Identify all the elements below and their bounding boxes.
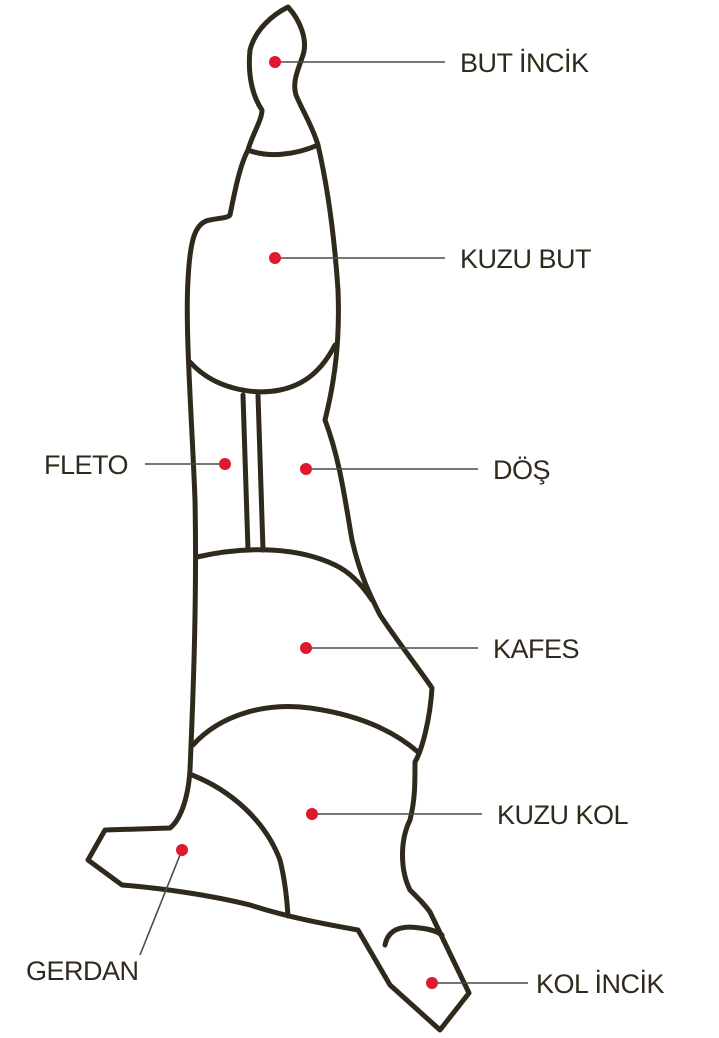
cut-line-kuzu-but (190, 345, 335, 392)
marker-dos (300, 463, 312, 475)
marker-but-incik (269, 56, 281, 68)
label-kafes: KAFES (493, 634, 579, 664)
leader-lines (140, 62, 528, 983)
label-fleto: FLETO (44, 450, 128, 480)
cut-line-fleto-a (243, 395, 248, 550)
cut-line-kol-incik (385, 927, 442, 945)
cut-line-kafes-top (197, 550, 372, 600)
cut-line-but-incik (248, 145, 318, 155)
label-kuzu-but: KUZU BUT (460, 244, 591, 274)
label-but-incik: BUT İNCİK (460, 47, 589, 78)
carcass-silhouette (88, 7, 469, 1030)
marker-kafes (300, 642, 312, 654)
label-kol-incik: KOL İNCİK (536, 968, 665, 999)
leader-gerdan (140, 850, 182, 955)
label-kuzu-kol: KUZU KOL (497, 800, 629, 830)
carcass-outline (88, 7, 469, 1030)
cut-labels: BUT İNCİK KUZU BUT FLETO DÖŞ KAFES KUZU … (26, 47, 665, 999)
marker-fleto (219, 458, 231, 470)
cut-line-fleto-b (258, 395, 263, 550)
marker-gerdan (176, 844, 188, 856)
marker-kol-incik (426, 977, 438, 989)
marker-kuzu-but (269, 252, 281, 264)
cut-markers (176, 56, 438, 989)
label-dos: DÖŞ (493, 455, 550, 485)
label-gerdan: GERDAN (26, 956, 139, 986)
cut-line-kafes-bottom (193, 707, 418, 752)
marker-kuzu-kol (306, 808, 318, 820)
